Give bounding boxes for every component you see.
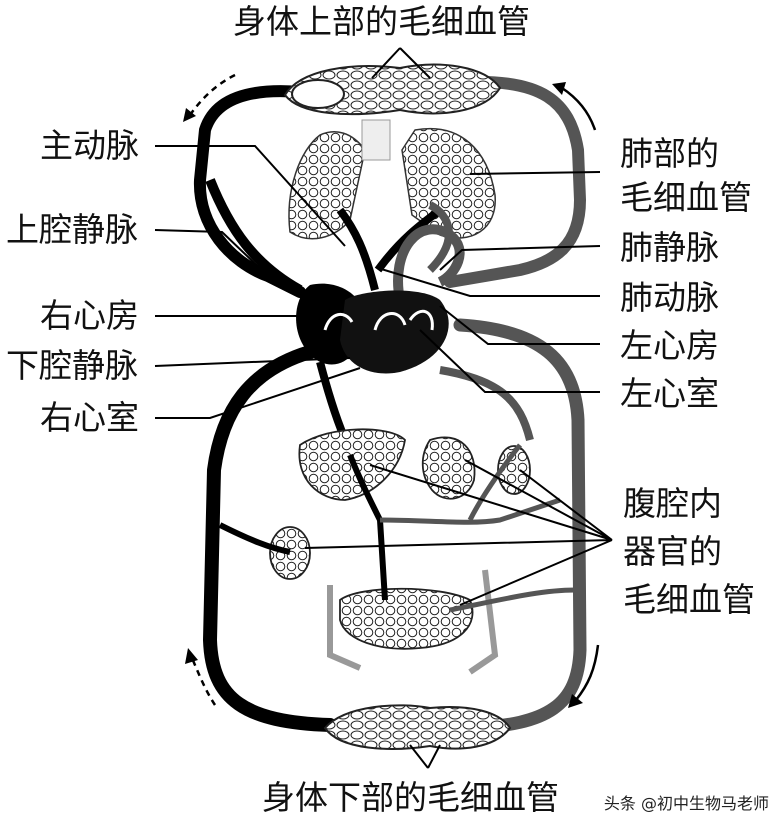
label-abdominal-line1: 腹腔内	[623, 484, 722, 523]
leader-left-ventricle	[419, 329, 600, 393]
leader-abdominal	[304, 459, 613, 606]
leader-pulmonary-artery	[377, 267, 600, 297]
colon-outline	[327, 569, 499, 675]
label-pulmonary-artery: 肺动脉	[620, 278, 719, 317]
valve-left-atrium	[408, 309, 434, 331]
left-upper-vein	[193, 85, 306, 298]
intestine	[339, 587, 474, 650]
label-lung-capillaries-line2: 毛细血管	[620, 178, 752, 217]
label-aorta: 主动脉	[40, 126, 139, 165]
label-right-ventricle: 右心室	[40, 398, 139, 437]
valve-left	[373, 312, 407, 331]
flow-arrow-bottom-right	[575, 644, 600, 701]
label-top-capillaries: 身体上部的毛细血管	[233, 2, 530, 41]
leader-aorta	[155, 145, 346, 247]
flow-arrow-bottom-left	[190, 657, 217, 706]
label-left-atrium: 左心房	[620, 326, 719, 365]
leader-right-ventricle	[155, 367, 361, 419]
flow-arrow-top-right	[561, 86, 597, 131]
leader-lung-capillaries	[469, 171, 601, 175]
valve-right	[323, 313, 354, 331]
abdominal-arteries	[379, 443, 576, 613]
leader-bottom-capillary	[409, 744, 441, 769]
leader-inferior-vena-cava	[154, 357, 351, 367]
leader-top-capillary	[371, 47, 431, 79]
watermark: 头条 @初中生物马老师	[603, 794, 769, 813]
pulmonary-artery	[336, 206, 443, 291]
leader-superior-vena-cava	[154, 229, 269, 277]
trachea	[361, 119, 391, 161]
arrowhead-bottom-left	[185, 648, 198, 664]
label-bottom-capillaries: 身体下部的毛细血管	[262, 778, 559, 817]
leader-lines	[154, 47, 613, 769]
arrowhead-bottom-right	[568, 694, 583, 708]
label-abdominal-line3: 毛细血管	[623, 580, 755, 619]
bottom-capillary-bed	[323, 704, 512, 750]
arrowhead-top-left	[183, 108, 196, 122]
label-left-ventricle: 左心室	[620, 374, 719, 413]
leader-left-atrium	[439, 305, 600, 345]
aortic-arch	[393, 224, 465, 301]
label-pulmonary-vein: 肺静脉	[620, 228, 719, 267]
top-capillary-node	[291, 79, 345, 109]
abdominal-veins	[218, 453, 388, 601]
label-inferior-vena-cava: 下腔静脉	[6, 346, 138, 385]
descending-aorta	[439, 366, 534, 441]
right-upper-artery	[444, 75, 587, 288]
label-abdominal-line2: 器官的	[623, 532, 722, 571]
label-right-atrium: 右心房	[40, 296, 139, 335]
arrowhead-top-right	[552, 82, 566, 95]
heart-body	[340, 290, 449, 374]
label-superior-vena-cava: 上腔静脉	[6, 210, 138, 249]
label-lung-capillaries-line1: 肺部的	[620, 134, 719, 173]
superior-vena-cava	[205, 178, 303, 295]
stomach	[421, 436, 476, 500]
left-lower-vein	[202, 345, 337, 732]
kidney	[269, 526, 311, 580]
leader-pulmonary-vein	[439, 245, 601, 271]
left-lung	[288, 131, 366, 240]
right-lower-artery	[453, 318, 587, 735]
